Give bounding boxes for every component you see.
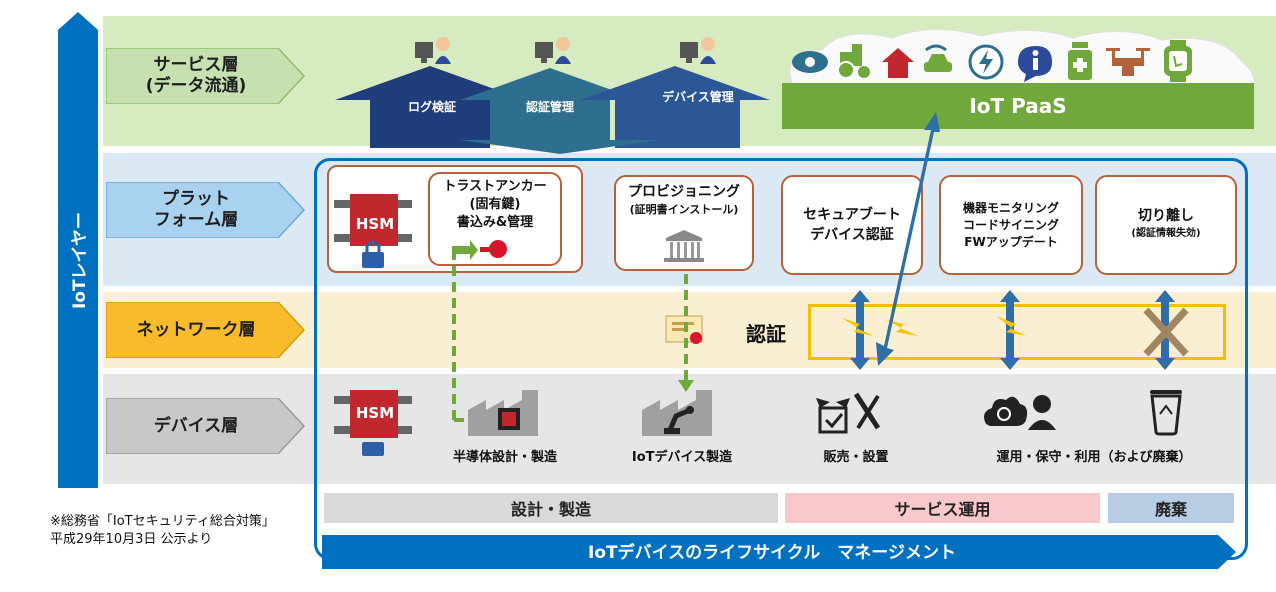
lightning-bolt-icon [886, 320, 918, 336]
lifecycle-banner-arrow [322, 535, 1236, 569]
platform-layer-tag: プラットフォーム層 [106, 182, 306, 238]
source-note-line2: 平成29年10月3日 公示より [50, 532, 213, 547]
stage-operation: 運用・保守・利用（および廃棄） [996, 450, 1192, 465]
trust-anchor-title: トラストアンカー [443, 179, 547, 194]
role-device-management: デバイス管理 [662, 90, 734, 104]
network-layer-name: ネットワーク層 [136, 319, 256, 340]
iot-layer-label: IoTレイヤー [70, 211, 91, 309]
platform-layer-name-2: フォーム層 [153, 210, 239, 230]
car-icon [924, 44, 952, 72]
hsm-device-label: HSM [355, 404, 395, 422]
code-signing-title: コードサイニング [962, 217, 1059, 232]
service-roles-graphic [335, 37, 770, 154]
government-building-icon [664, 230, 704, 262]
cross-icon [1143, 307, 1189, 357]
trust-anchor-action: 書込み&管理 [456, 215, 534, 230]
paas-bar: IoT PaaS [782, 83, 1254, 129]
secure-boot-title: セキュアブート [803, 207, 901, 223]
trust-anchor-sub: (固有鍵) [469, 197, 521, 212]
operator-icon [680, 37, 716, 64]
tractor-icon [837, 44, 870, 79]
platform-layer-name-1: プラット [162, 189, 230, 209]
operation-support-icon [984, 395, 1056, 430]
info-icon [1018, 46, 1052, 82]
auth-arrows [842, 290, 1189, 370]
phase-service-operation: サービス運用 [785, 493, 1100, 523]
hsm-device-icon [334, 390, 412, 456]
role-log-verification: ログ検証 [407, 100, 456, 114]
lifecycle-banner-label: IoTデバイスのライフサイクル マネージメント [588, 543, 956, 563]
detach-box: 切り離し (認証情報失効) [1095, 175, 1237, 275]
service-layer-name: サービス層 [153, 55, 239, 75]
stage-device-manufacturing: IoTデバイス製造 [631, 450, 733, 465]
house-icon [882, 48, 914, 78]
detach-sub: (認証情報失効) [1131, 228, 1201, 239]
paas-label: IoT PaaS [969, 94, 1067, 118]
role-auth-management: 認証管理 [525, 100, 574, 114]
service-layer-sub: (データ流通) [145, 76, 247, 96]
service-layer-tag: サービス層(データ流通) [106, 48, 306, 104]
paas-link-arrow [876, 112, 940, 366]
provisioning-sub: (証明書インストール) [629, 203, 739, 216]
paas-icons [792, 40, 1192, 82]
fw-update-title: FWアップデート [964, 234, 1058, 249]
monitoring-box: 機器モニタリングコードサイニング FWアップデート [939, 175, 1083, 275]
operator-icon [535, 37, 571, 64]
hsm-platform-label: HSM [355, 215, 395, 233]
trash-icon [1150, 390, 1182, 436]
device-layer-tag: デバイス層 [106, 398, 306, 454]
lightning-bolt-icon [996, 316, 1026, 336]
secure-boot-box: セキュアブートデバイス認証 [781, 175, 923, 275]
stage-semiconductor: 半導体設計・製造 [452, 450, 557, 465]
hsm-platform-icon [334, 194, 412, 268]
device-layer-name: デバイス層 [153, 415, 239, 436]
detach-title: 切り離し [1137, 208, 1194, 224]
semiconductor-factory-icon [468, 390, 538, 436]
install-tools-icon [816, 392, 881, 434]
stage-sales-install: 販売・設置 [823, 450, 889, 465]
network-auth-label: 認証 [746, 322, 786, 346]
power-icon [968, 44, 1004, 80]
drone-icon [1106, 48, 1150, 76]
phase-disposal: 廃棄 [1108, 493, 1234, 523]
source-note-line1: ※総務省「IoTセキュリティ総合対策」 [50, 514, 275, 529]
network-layer-tag: ネットワーク層 [106, 302, 306, 358]
watch-icon [1164, 40, 1192, 82]
monitoring-title: 機器モニタリング [962, 200, 1059, 215]
iot-layer-bar [58, 12, 98, 488]
phase-design: 設計・製造 [324, 493, 778, 523]
device-factory-icon [642, 390, 712, 436]
medicine-icon [1068, 42, 1092, 80]
key-icon [452, 240, 507, 260]
lightning-bolt-icon [842, 318, 874, 336]
provisioning-title: プロビジョニング [628, 184, 740, 200]
operator-icon [415, 37, 451, 64]
eye-icon [792, 51, 828, 73]
device-auth-title: デバイス認証 [810, 227, 894, 243]
